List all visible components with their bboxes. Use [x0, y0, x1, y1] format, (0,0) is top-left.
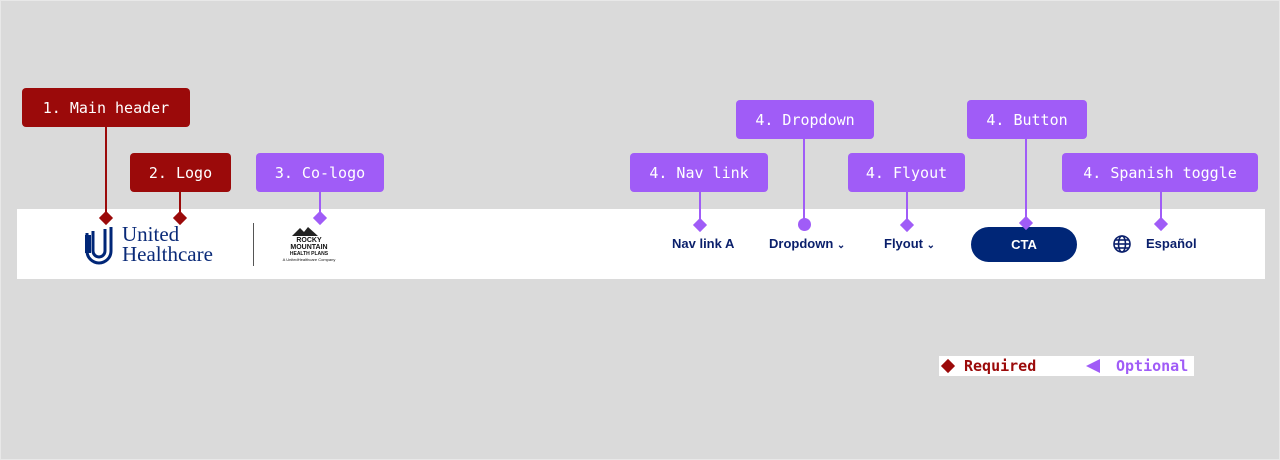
uhc-logo-text: United Healthcare — [122, 222, 213, 266]
connector-line — [319, 191, 321, 217]
required-diamond-icon — [940, 358, 956, 374]
co-logo-line-2: HEALTH PLANS — [289, 251, 329, 257]
logo-divider — [253, 223, 254, 266]
annotation-co-logo: 3. Co-logo — [256, 153, 384, 192]
globe-icon[interactable] — [1113, 235, 1131, 253]
co-logo-line-1: ROCKY MOUNTAIN — [290, 237, 328, 251]
legend-required: Required — [964, 357, 1037, 375]
logo-line-1: United — [122, 222, 180, 246]
mountain-icon — [292, 227, 318, 236]
connector-line — [1025, 138, 1027, 220]
spanish-toggle[interactable]: Español — [1146, 236, 1197, 251]
cta-button[interactable]: CTA — [971, 227, 1077, 262]
dropdown-menu[interactable]: Dropdown ⌄ — [769, 236, 845, 251]
optional-triangle-icon — [1086, 359, 1100, 373]
legend-optional: Optional — [1116, 357, 1189, 375]
annotation-button: 4. Button — [967, 100, 1087, 139]
co-logo: ROCKY MOUNTAIN HEALTH PLANS A UnitedHeal… — [277, 237, 341, 262]
connector-line — [906, 191, 908, 223]
annotation-spanish-toggle: 4. Spanish toggle — [1062, 153, 1258, 192]
uhc-logo-icon — [85, 227, 113, 265]
connector-line — [803, 138, 805, 222]
annotation-dropdown: 4. Dropdown — [736, 100, 874, 139]
chevron-down-icon: ⌄ — [926, 240, 936, 251]
annotation-main-header: 1. Main header — [22, 88, 190, 127]
logo-line-2: Healthcare — [122, 242, 213, 266]
dropdown-label: Dropdown — [769, 236, 834, 251]
annotation-flyout: 4. Flyout — [848, 153, 965, 192]
chevron-down-icon: ⌄ — [836, 240, 846, 251]
annotation-logo: 2. Logo — [130, 153, 231, 192]
connector-line — [699, 191, 701, 223]
nav-link-a[interactable]: Nav link A — [672, 236, 735, 251]
connector-line — [105, 127, 107, 217]
co-logo-line-3: A UnitedHealthcare Company — [282, 257, 336, 262]
optional-marker — [798, 218, 811, 231]
connector-line — [179, 191, 181, 217]
connector-line — [1160, 191, 1162, 221]
legend: Required Optional — [939, 356, 1194, 376]
flyout-label: Flyout — [884, 236, 923, 251]
annotation-nav-link: 4. Nav link — [630, 153, 768, 192]
flyout-menu[interactable]: Flyout ⌄ — [884, 236, 935, 251]
